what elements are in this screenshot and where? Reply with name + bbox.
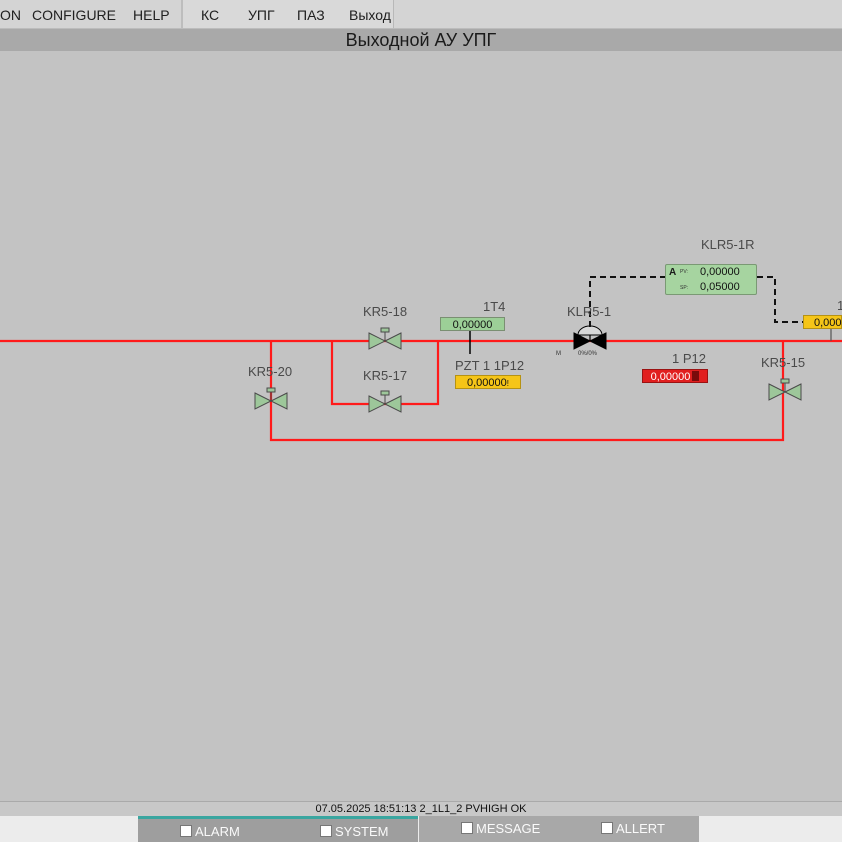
process-lines <box>0 339 842 442</box>
tab-system-checkbox[interactable] <box>320 825 332 837</box>
p12-value-box[interactable]: 0,00000 <box>642 369 708 383</box>
tab-system[interactable]: SYSTEM <box>278 816 418 842</box>
valve-kr5-20-label: KR5-20 <box>248 364 293 379</box>
control-signal-line-right <box>757 276 803 323</box>
menu-item-on[interactable]: ON <box>0 7 21 23</box>
status-line: 07.05.2025 18:51:13 2_1L1_2 PVHIGH OK <box>0 801 842 816</box>
control-valve-klr5-1-icon[interactable] <box>573 325 607 350</box>
menu-bar: ON CONFIGURE HELP КС УПГ ПАЗ Выход <box>0 0 842 29</box>
valve-kr5-17-label: KR5-17 <box>363 368 408 383</box>
valve-kr5-18-icon[interactable] <box>368 327 402 350</box>
nav-item-ks[interactable]: КС <box>201 7 220 23</box>
p12-label: 1 P12 <box>672 351 706 366</box>
menu-item-help[interactable]: HELP <box>133 7 170 23</box>
control-valve-position: 0%/0% <box>578 351 598 357</box>
page-title: Выходной АУ УПГ <box>0 29 842 51</box>
nav-item-upg[interactable]: УПГ <box>248 7 275 23</box>
bottom-tab-bar: ALARM SYSTEM MESSAGE ALLERT <box>0 816 842 842</box>
control-signal-line-left <box>589 276 665 327</box>
t4-value-box[interactable]: 0,00000 <box>440 317 505 331</box>
valve-kr5-18-label: KR5-18 <box>363 304 408 319</box>
valve-kr5-15-label: KR5-15 <box>761 355 806 370</box>
bypass-lower-line <box>269 341 785 442</box>
tab-allert[interactable]: ALLERT <box>559 816 699 842</box>
controller-sp-value: 0,05000 <box>700 281 740 293</box>
tab-message[interactable]: MESSAGE <box>419 816 559 842</box>
pzt-label: PZT 1 1P12 <box>455 358 525 373</box>
right-instrument-label: 1 <box>837 298 842 313</box>
p12-value: 0,00000 <box>650 371 691 383</box>
tab-alarm-label: ALARM <box>195 824 240 839</box>
tab-message-label: MESSAGE <box>476 821 541 836</box>
tab-system-label: SYSTEM <box>335 824 389 839</box>
t4-label: 1T4 <box>483 299 506 314</box>
valve-kr5-20-icon[interactable] <box>254 387 288 410</box>
menu-separator <box>181 0 183 28</box>
tab-allert-label: ALLERT <box>616 821 665 836</box>
tab-alarm-checkbox[interactable] <box>180 825 192 837</box>
nav-item-exit[interactable]: Выход <box>349 7 391 23</box>
tab-allert-checkbox[interactable] <box>601 822 613 834</box>
controller-faceplate[interactable]: A PV: 0,00000 SP: 0,05000 <box>665 264 757 295</box>
tab-alarm[interactable]: ALARM <box>138 816 278 842</box>
valve-kr5-15-icon[interactable] <box>768 378 802 401</box>
pzt-value: 0,00000 <box>467 377 507 389</box>
valve-kr5-17-icon[interactable] <box>368 390 402 413</box>
nav-item-paz[interactable]: ПАЗ <box>297 7 325 23</box>
control-valve-mode: M <box>556 351 561 357</box>
menu-item-configure[interactable]: CONFIGURE <box>32 7 116 23</box>
pzt-alarm-marker-icon: ! <box>506 379 509 388</box>
pzt-value-box[interactable]: 0,00000! <box>455 375 521 389</box>
controller-pv-value: 0,00000 <box>700 266 740 278</box>
mnemonic-canvas <box>0 51 842 801</box>
p12-alarm-marker-icon <box>692 371 700 381</box>
controller-pv-label: PV: <box>680 269 688 275</box>
control-valve-klr5-1-label: KLR5-1 <box>567 304 612 319</box>
controller-sp-label: SP: <box>680 285 689 291</box>
right-instrument-value-box[interactable]: 0,000 <box>803 315 842 329</box>
process-scheme <box>0 276 842 442</box>
controller-mode: A <box>669 267 677 278</box>
controller-tag: KLR5-1R <box>701 237 755 252</box>
tab-message-checkbox[interactable] <box>461 822 473 834</box>
nav-group <box>183 0 394 28</box>
